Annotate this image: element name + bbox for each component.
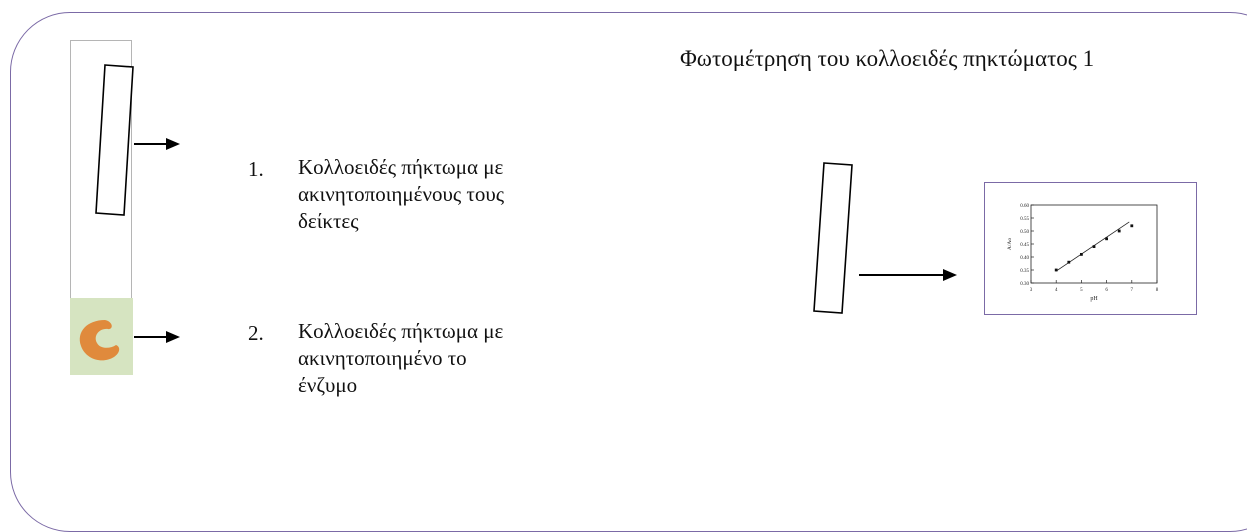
x-tick-label: 3 — [1030, 288, 1033, 293]
y-tick-label: 0.30 — [1020, 282, 1029, 287]
item-line: ένζυμο — [298, 373, 358, 397]
gel-strip-right — [813, 162, 853, 314]
y-tick-label: 0.55 — [1020, 217, 1029, 222]
y-tick-label: 0.35 — [1020, 269, 1029, 274]
enzyme-icon — [79, 320, 120, 361]
item-line: ακινητοποιημένους τους — [298, 182, 505, 206]
x-tick-label: 5 — [1080, 288, 1083, 293]
x-tick-label: 4 — [1055, 288, 1058, 293]
test-tube — [70, 40, 132, 375]
item-number: 1. — [248, 157, 264, 181]
item-line: Κολλοειδές πήκτωμα με — [298, 155, 504, 179]
item-label: Κολλοειδές πήκτωμα με ακινητοποιημένους … — [298, 154, 504, 235]
y-tick-label: 0.40 — [1020, 256, 1029, 261]
diagram-title: Φωτομέτρηση του κολλοειδές πηκτώματος 1 — [680, 46, 1095, 71]
plot-area — [1030, 204, 1158, 284]
data-point — [1130, 224, 1134, 228]
right-arrow-icon — [859, 269, 957, 281]
x-tick-label: 8 — [1156, 288, 1159, 293]
chart: 3 4 5 6 7 8 0.30 0.35 0.40 0.45 0.50 0.55 0.60 pH A/Ao — [1007, 204, 1159, 302]
y-tick-label: 0.50 — [1020, 230, 1029, 235]
x-tick-label: 6 — [1105, 288, 1108, 293]
data-point — [1054, 268, 1058, 272]
data-point — [1117, 229, 1121, 233]
y-axis-label: A/Ao — [1007, 238, 1013, 250]
item-label: Κολλοειδές πήκτωμα με ακινητοποιημένο το… — [298, 318, 503, 399]
diagram-shapes — [79, 64, 957, 361]
data-point — [1080, 253, 1083, 256]
item-line: Κολλοειδές πήκτωμα με — [298, 319, 504, 343]
gel-strip-left — [95, 64, 134, 216]
data-point — [1092, 245, 1096, 248]
data-point — [1105, 237, 1108, 241]
item-number: 2. — [248, 321, 264, 345]
chart-frame: 3 4 5 6 7 8 0.30 0.35 0.40 0.45 0.50 0.55 0.60 pH A/Ao — [984, 182, 1197, 315]
right-arrow-icon — [134, 331, 180, 343]
y-tick-label: 0.45 — [1020, 243, 1029, 248]
item-line: ακινητοποιημένο το — [298, 346, 467, 370]
x-axis-label: pH — [1090, 296, 1098, 302]
y-tick-label: 0.60 — [1020, 204, 1029, 209]
right-arrow-icon — [134, 138, 180, 150]
x-tick-label: 7 — [1131, 288, 1134, 293]
item-line: δείκτες — [298, 209, 359, 233]
data-point — [1067, 260, 1071, 264]
